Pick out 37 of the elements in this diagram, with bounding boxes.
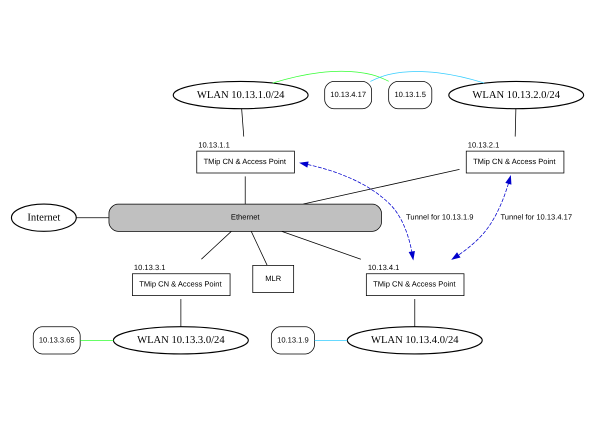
node-ellipse: WLAN 10.13.1.0/24 bbox=[172, 80, 309, 109]
connector bbox=[370, 70, 485, 83]
connector bbox=[414, 298, 416, 326]
node-label: 10.13.3.1 bbox=[134, 262, 166, 272]
node-ellipse: WLAN 10.13.3.0/24 bbox=[112, 326, 249, 354]
node-box: TMip CN & Access Point bbox=[366, 272, 464, 296]
node-box: 10.13.1.5 bbox=[388, 80, 432, 109]
connector bbox=[514, 108, 516, 136]
node-box: MLR bbox=[252, 264, 294, 293]
node-box: TMip CN & Access Point bbox=[466, 150, 564, 173]
node-box: 10.13.1.9 bbox=[270, 326, 315, 354]
arrow bbox=[451, 174, 512, 260]
connector bbox=[244, 176, 246, 204]
node-box: TMip CN & Access Point bbox=[132, 272, 230, 296]
connector bbox=[250, 230, 268, 266]
node-box: 10.13.4.17 bbox=[324, 80, 372, 109]
node-ellipse: Internet bbox=[10, 203, 77, 232]
node-label: 10.13.1.1 bbox=[198, 140, 230, 149]
node-label: 10.13.4.1 bbox=[368, 262, 400, 272]
connector bbox=[201, 230, 232, 260]
edge-label: Tunnel for 10.13.1.9 bbox=[406, 212, 474, 222]
node-label: 10.13.2.1 bbox=[468, 140, 500, 149]
connector bbox=[241, 108, 244, 136]
connector bbox=[272, 70, 390, 83]
connector bbox=[314, 339, 348, 340]
node-box: TMip CN & Access Point bbox=[196, 150, 295, 173]
node-ellipse: WLAN 10.13.2.0/24 bbox=[448, 80, 584, 109]
connector bbox=[180, 298, 182, 326]
node-ellipse: WLAN 10.13.4.0/24 bbox=[346, 326, 483, 354]
connector bbox=[302, 168, 460, 204]
node-box: 10.13.3.65 bbox=[32, 326, 81, 354]
arrow bbox=[299, 160, 415, 260]
edge-label: Tunnel for 10.13.4.17 bbox=[500, 212, 572, 222]
node-box: Ethernet bbox=[108, 203, 382, 232]
connector bbox=[76, 216, 110, 218]
connector bbox=[281, 230, 362, 260]
connector bbox=[80, 339, 114, 340]
